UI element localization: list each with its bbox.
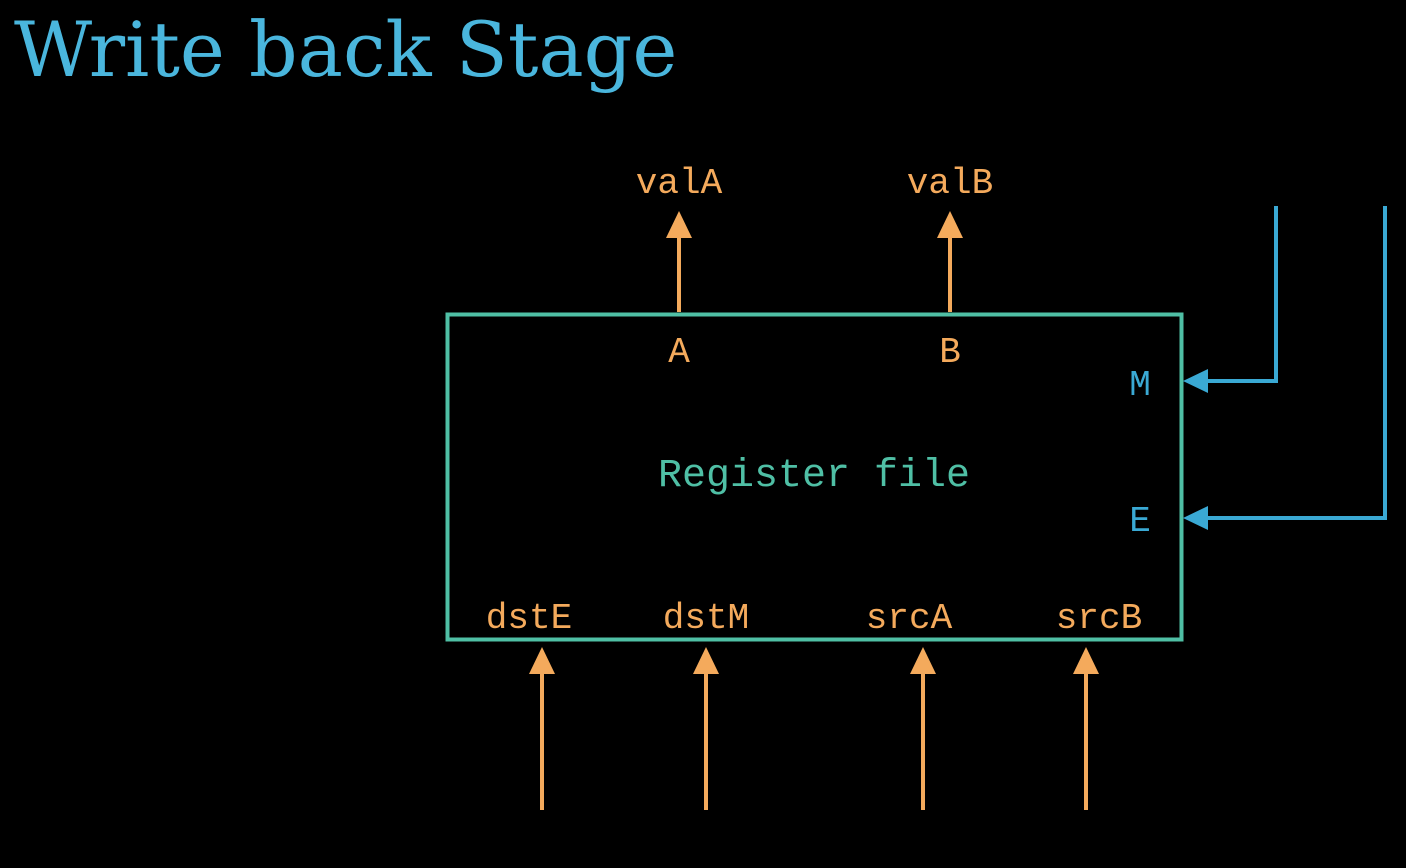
valA-label: valA <box>636 163 723 204</box>
srcB-label: srcB <box>1056 598 1142 639</box>
port-a-label: A <box>668 332 690 373</box>
srcA-input-arrow <box>910 647 936 810</box>
m-input-line <box>1183 206 1278 393</box>
dstM-label: dstM <box>663 598 749 639</box>
port-b-label: B <box>939 332 961 373</box>
dstM-input-arrow <box>693 647 719 810</box>
port-e-label: E <box>1129 501 1151 542</box>
e-input-line <box>1183 206 1387 530</box>
srcB-input-arrow <box>1073 647 1099 810</box>
register-file-box <box>445 312 1184 642</box>
valB-output-arrow <box>937 211 963 312</box>
srcA-label: srcA <box>866 598 953 639</box>
page-title: Write back Stage <box>14 5 678 94</box>
valB-label: valB <box>907 163 993 204</box>
register-file-label: Register file <box>658 454 970 499</box>
dstE-label: dstE <box>486 598 572 639</box>
port-m-label: M <box>1129 365 1151 406</box>
valA-output-arrow <box>666 211 692 312</box>
dstE-input-arrow <box>529 647 555 810</box>
